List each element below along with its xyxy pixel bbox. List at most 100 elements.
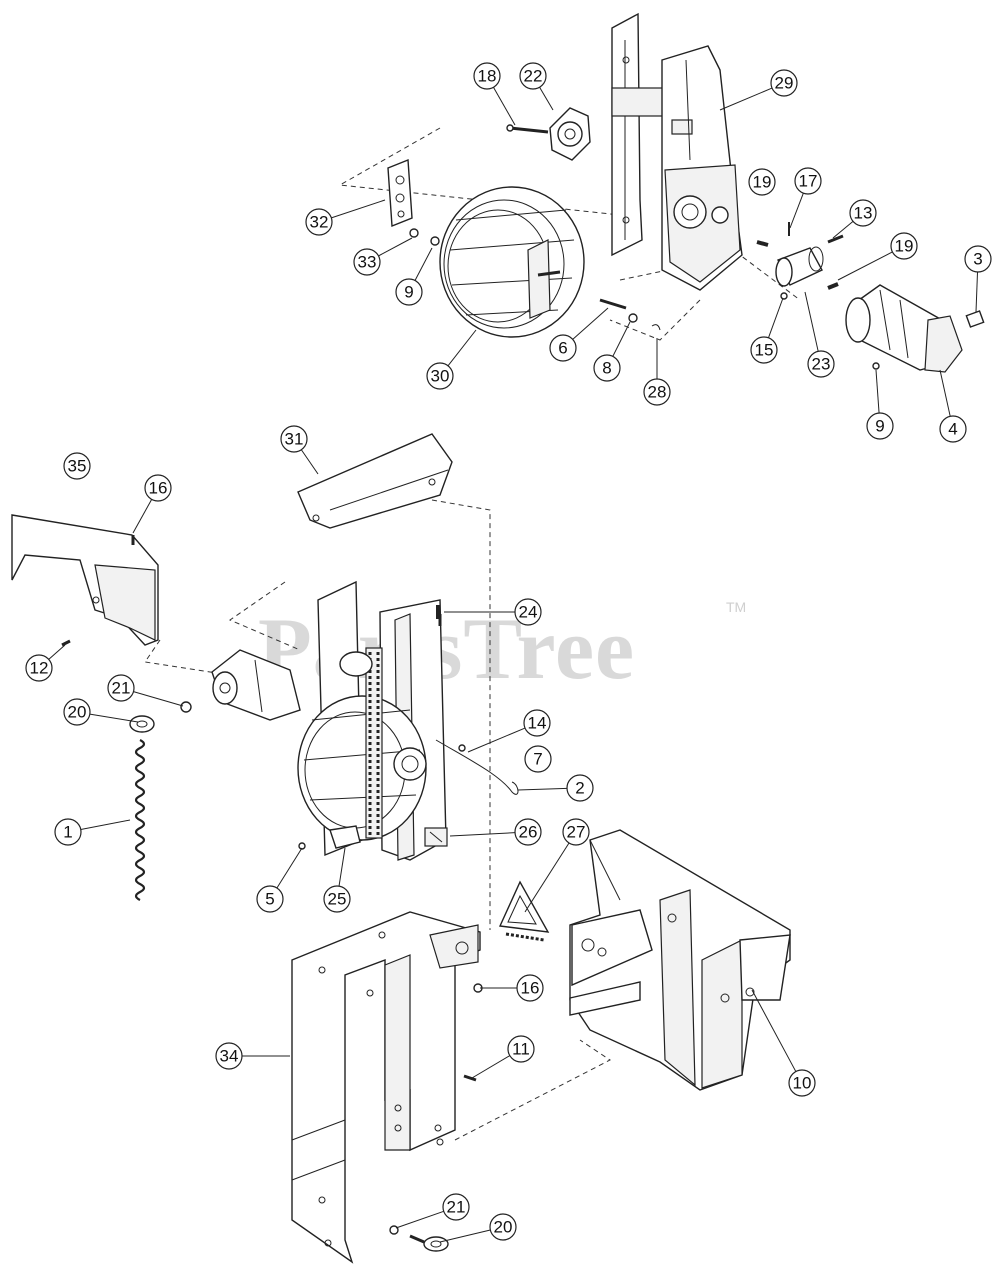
callout-leader [48, 644, 66, 660]
fitting-3 [965, 310, 985, 328]
callout-26[interactable]: 26 [449, 818, 542, 846]
callout-20[interactable]: 20 [63, 698, 139, 726]
callout-circle [807, 350, 835, 378]
callout-34[interactable]: 34 [215, 1042, 290, 1070]
callout-16[interactable]: 16 [480, 974, 544, 1002]
callout-30[interactable]: 30 [426, 329, 477, 390]
nut-21 [180, 701, 192, 713]
callout-number: 4 [948, 420, 957, 439]
callout-31[interactable]: 31 [280, 425, 319, 475]
callout-18[interactable]: 18 [473, 62, 516, 126]
callout-6[interactable]: 6 [549, 307, 609, 362]
callout-5[interactable]: 5 [256, 847, 303, 913]
callout-35[interactable]: 35 [63, 452, 91, 480]
callout-15[interactable]: 15 [750, 297, 784, 364]
callout-number: 15 [755, 341, 774, 360]
callout-leader [975, 271, 979, 313]
callout-12[interactable]: 12 [25, 644, 66, 682]
lower-frame [291, 911, 481, 1264]
callout-13[interactable]: 13 [832, 199, 877, 239]
callout-28[interactable]: 28 [643, 338, 671, 406]
key-19b [827, 282, 839, 290]
callout-number: 32 [310, 213, 329, 232]
callout-number: 17 [799, 172, 818, 191]
main-bracket [661, 45, 743, 291]
callout-number: 1 [63, 823, 72, 842]
callout-number: 14 [528, 714, 547, 733]
callout-circle [395, 278, 423, 306]
callout-number: 12 [30, 659, 49, 678]
callout-number: 11 [512, 1040, 530, 1059]
callout-number: 3 [973, 250, 982, 269]
callout-leader [89, 713, 139, 723]
callout-11[interactable]: 11 [471, 1035, 535, 1079]
callout-16[interactable]: 16 [132, 474, 172, 534]
callout-number: 26 [519, 823, 538, 842]
nut-14 [458, 744, 466, 752]
callout-2[interactable]: 2 [517, 774, 594, 802]
small-plate-32 [387, 158, 413, 228]
callout-number: 16 [521, 979, 540, 998]
callout-20[interactable]: 20 [439, 1213, 517, 1243]
callout-circle [939, 415, 967, 443]
callout-4[interactable]: 4 [939, 369, 967, 443]
callout-32[interactable]: 32 [305, 199, 386, 236]
callout-8[interactable]: 8 [593, 321, 631, 382]
callout-circle [562, 818, 590, 846]
callout-leader [517, 787, 568, 791]
callout-3[interactable]: 3 [964, 245, 992, 313]
callout-21[interactable]: 21 [107, 674, 184, 707]
callout-circle [866, 412, 894, 440]
callout-9[interactable]: 9 [395, 247, 433, 306]
callout-17[interactable]: 17 [789, 167, 822, 229]
screw-12 [61, 639, 71, 647]
watermark-text: PartsTree [258, 601, 635, 698]
callout-22[interactable]: 22 [519, 62, 554, 111]
wire-2 [435, 739, 519, 795]
callout-leader [612, 321, 631, 357]
drive-sprocket-chain [297, 647, 427, 841]
callout-33[interactable]: 33 [353, 237, 413, 276]
vertical-plate [611, 12, 665, 257]
callout-19[interactable]: 19 [748, 168, 776, 196]
callout-number: 27 [567, 823, 586, 842]
callout-number: 2 [575, 779, 584, 798]
washer-9b [872, 362, 880, 370]
callout-leader [471, 1055, 511, 1079]
callout-24[interactable]: 24 [444, 598, 542, 626]
callout-circle [514, 598, 542, 626]
callout-19[interactable]: 19 [837, 232, 918, 281]
callout-number: 13 [854, 204, 873, 223]
callout-number: 20 [68, 703, 87, 722]
callout-number: 29 [775, 74, 794, 93]
callout-number: 5 [265, 890, 274, 909]
callout-1[interactable]: 1 [54, 818, 131, 846]
callout-7[interactable]: 7 [524, 745, 552, 773]
callout-23[interactable]: 23 [804, 291, 835, 378]
callout-leader [300, 449, 319, 475]
callout-circle [770, 69, 798, 97]
callout-9[interactable]: 9 [866, 369, 894, 440]
callout-21[interactable]: 21 [395, 1193, 470, 1229]
callout-number: 31 [285, 430, 304, 449]
callout-circle [514, 818, 542, 846]
callout-leader [493, 87, 516, 126]
callout-leader [395, 1210, 444, 1229]
callout-leader [719, 87, 773, 111]
callout-leader [804, 291, 819, 352]
callout-leader [276, 847, 303, 889]
flange-bearing [549, 107, 591, 161]
callout-25[interactable]: 25 [323, 847, 351, 913]
callout-29[interactable]: 29 [719, 69, 798, 111]
callout-10[interactable]: 10 [751, 989, 816, 1097]
callout-circle [63, 698, 91, 726]
callout-number: 30 [431, 367, 450, 386]
callout-27[interactable]: 27 [524, 818, 590, 913]
callout-circle [748, 168, 776, 196]
callout-leader [939, 369, 951, 417]
decal-26 [424, 827, 448, 847]
callout-circle [442, 1193, 470, 1221]
callout-14[interactable]: 14 [467, 709, 551, 753]
callout-leader [572, 307, 609, 340]
nut-33 [409, 228, 419, 238]
